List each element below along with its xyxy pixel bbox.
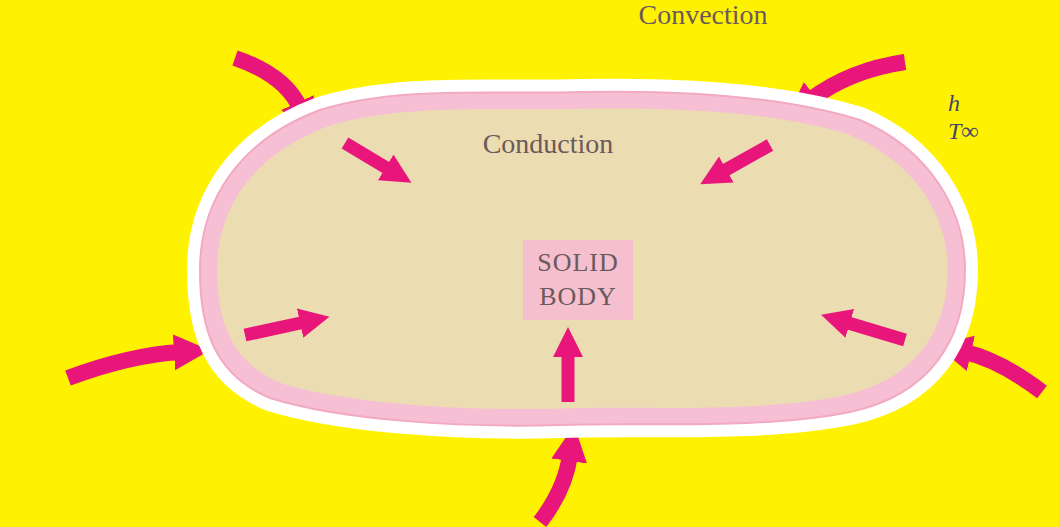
- convection-arrow: [68, 352, 180, 378]
- solid-body-blob: [200, 92, 965, 426]
- conduction-arrow: [722, 145, 770, 172]
- coefficient-symbol: h: [948, 90, 960, 116]
- white-halo: [200, 92, 965, 426]
- body-label: SOLID BODY: [537, 246, 619, 314]
- conduction-arrow: [562, 352, 575, 402]
- conduction-arrow: [345, 143, 390, 170]
- convection-arrow: [810, 62, 905, 100]
- blob-region: ConductionSOLID BODY: [200, 90, 965, 430]
- mode-label: Conduction: [483, 126, 614, 162]
- solid-body-box: SOLID BODY: [523, 240, 633, 320]
- convection-arrow: [235, 58, 300, 108]
- conduction-arrow: [845, 322, 905, 340]
- convection-label: Convection: [638, 0, 767, 31]
- convection-arrow: [540, 455, 570, 522]
- temperature-symbol: T∞: [948, 118, 978, 144]
- surface-rim: [200, 92, 965, 426]
- conduction-arrow: [245, 322, 305, 335]
- solid-interior: [217, 108, 948, 409]
- convection-arrows: [68, 58, 1042, 522]
- conduction-arrows: [245, 143, 905, 402]
- convection-arrow: [965, 352, 1042, 392]
